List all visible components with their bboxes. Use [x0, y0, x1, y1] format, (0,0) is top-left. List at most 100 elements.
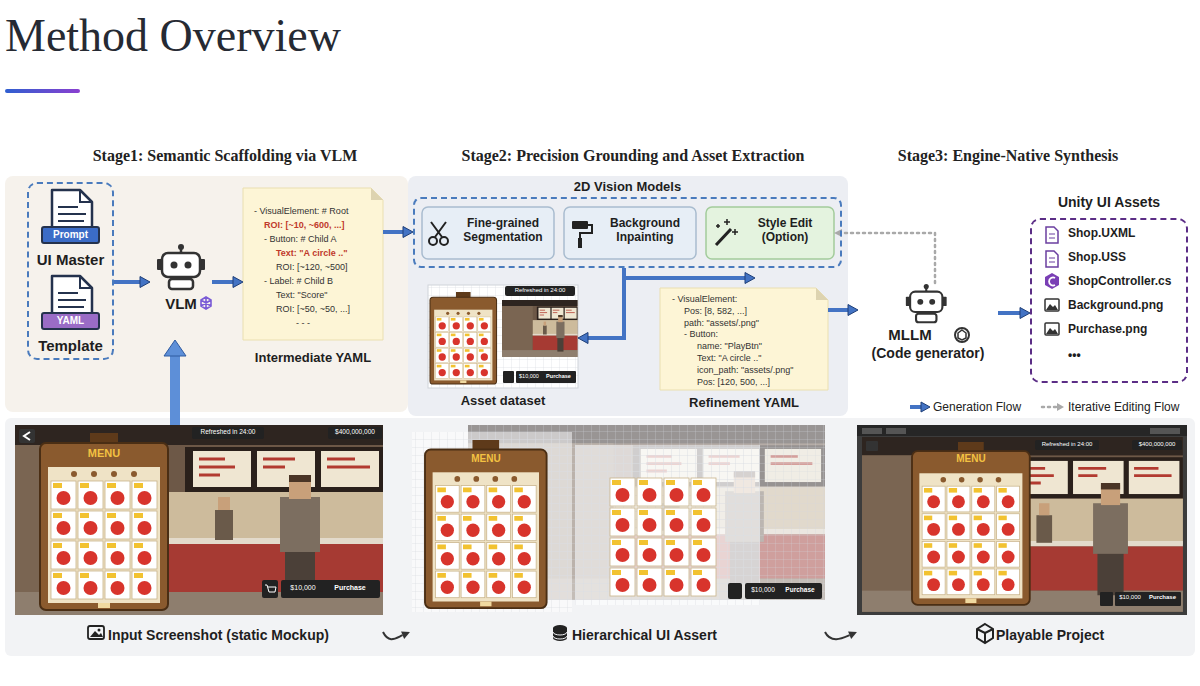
input-screenshot-picture-part	[262, 580, 278, 598]
stage-panel: Stage1: Semantic Scaffolding via VLMProm…	[5, 176, 408, 412]
node-text: 2D Vision Models	[413, 179, 842, 195]
node-text: Purchase	[542, 373, 575, 380]
input-screenshot-picture-part	[192, 427, 264, 439]
panels	[5, 89, 1195, 656]
node-text: - - -	[296, 318, 380, 329]
file-icons-part	[1046, 251, 1058, 267]
screenshot: Refreshed in 24:00$400,000,000MENU$10,00…	[15, 425, 383, 650]
input-icons-part	[58, 293, 86, 307]
node-text: MENU	[74, 447, 134, 460]
panels-part	[5, 89, 80, 93]
tool-icons-part	[429, 237, 437, 245]
process-box-shape	[422, 207, 834, 259]
node-text: Refinement YAML	[660, 395, 828, 411]
input-icons-part	[42, 313, 99, 329]
node-text: Shop.USS	[1068, 250, 1184, 264]
node-text: Refreshed in 24:00	[505, 287, 575, 294]
screenshot: MENU$10,000PurchaseHierarchical UI Asser…	[410, 425, 825, 650]
node-text: UI Master	[22, 251, 119, 269]
legend-text: Iterative Editing Flow	[1068, 400, 1192, 414]
connector	[170, 356, 180, 425]
node-text: Background.png	[1068, 298, 1184, 312]
input-icons-part	[42, 227, 99, 243]
node-text: VLM	[150, 295, 212, 313]
process-box-shape-part	[564, 207, 696, 259]
caption-icons-part	[977, 624, 993, 643]
legend-samples-part	[921, 402, 930, 412]
file-icons	[1045, 227, 1059, 335]
node-text: Unity UI Assets	[1030, 194, 1188, 211]
node-text: Pos: [8, 582, ...]	[684, 306, 826, 317]
playable-project-picture-part	[1150, 428, 1180, 434]
yaml-note-shape-part	[371, 188, 383, 200]
asset-preview-picture-part	[428, 285, 578, 388]
asset-preview-picture-part	[503, 371, 514, 383]
connector	[998, 311, 1020, 315]
node-text: Fine-grained Segmentation	[456, 216, 550, 245]
legend-text: Generation Flow	[933, 400, 1033, 414]
connector	[212, 280, 233, 284]
input-screenshot-picture	[15, 425, 383, 615]
tool-icons-part	[716, 229, 731, 245]
file-icons-part	[1049, 278, 1055, 286]
yaml-note-shape-part	[243, 188, 383, 340]
node-text: $400,000,000	[329, 428, 381, 436]
process-box: Style Edit (Option)	[706, 207, 834, 259]
asset-list: Unity UI AssetsShop.UXMLShop.USSShopCont…	[1030, 218, 1188, 383]
node-text: Hierarchical UI Assert	[572, 627, 772, 644]
node-text: Input Screenshot (static Mockup)	[108, 627, 370, 644]
caption-icons-part	[90, 631, 103, 637]
node-text: - VisualElement:	[672, 294, 826, 305]
model-node: MLLM(Code generator)	[858, 283, 998, 367]
node-text: Stage2: Precision Grounding and Asset Ex…	[408, 146, 858, 165]
node-text: Text: "A circle .."	[276, 248, 380, 259]
input-screenshot-picture-part	[281, 580, 380, 598]
model-group: 2D Vision ModelsFine-grained Segmentatio…	[413, 197, 842, 268]
node-text: - Button:	[684, 329, 826, 340]
input-group: PromptUI MasterYAMLTemplate	[27, 182, 114, 360]
node-text: - VisualElement: # Root	[254, 206, 380, 217]
node-text: path: "assets/.png"	[684, 318, 826, 329]
node-text: Text: "A circle .."	[697, 353, 826, 364]
node-text: Shop.UXML	[1068, 226, 1184, 240]
hierarchical-assets-picture-part	[728, 583, 742, 599]
node-text: Style Edit (Option)	[740, 216, 830, 245]
hierarchical-assets-picture-part	[575, 445, 760, 605]
playable-project-picture-part	[857, 425, 1187, 436]
playable-project-picture-part	[1115, 592, 1181, 606]
hierarchical-assets-picture-part	[575, 445, 760, 605]
file-icons-part	[1049, 258, 1055, 262]
connector	[624, 268, 745, 278]
input-screenshot-picture-part	[19, 429, 35, 443]
node-text: $10,000	[747, 586, 779, 594]
input-screenshot-picture-part	[265, 585, 276, 592]
node-text: ROI: [~10, ~600, ...]	[264, 220, 380, 231]
connector	[828, 308, 848, 312]
playable-project-picture-part	[886, 428, 906, 434]
robot-icon-part	[157, 244, 205, 289]
playable-project-picture-part	[1100, 592, 1113, 606]
node-text: Refreshed in 24:00	[1036, 441, 1098, 448]
node-text: Background Inpainting	[598, 216, 692, 245]
legend-samples-part	[1057, 403, 1064, 411]
hierarchical-assets-picture-part	[610, 478, 716, 596]
file-icons-part	[1046, 328, 1058, 334]
node-text: MLLM	[870, 326, 950, 344]
node-text: Purchase	[780, 586, 820, 594]
node-text: Asset dataset	[428, 393, 578, 409]
node-text: Prompt	[42, 229, 99, 241]
file-icons-part	[1045, 273, 1059, 289]
process-box-shape-part	[422, 207, 554, 259]
connector	[842, 233, 935, 283]
playable-project-picture-part	[862, 437, 1183, 612]
file-icons-part	[1049, 234, 1055, 238]
process-box: Fine-grained Segmentation	[422, 207, 554, 259]
connector	[825, 632, 850, 639]
connector	[383, 632, 403, 639]
stage-heading: Stage3: Engine-Native Synthesis	[858, 146, 1158, 165]
caption-icons-part	[88, 626, 104, 639]
hierarchical-assets-picture-part	[745, 583, 822, 599]
file-icons-part	[1045, 299, 1059, 311]
title: Method Overview	[5, 8, 435, 63]
input-icons-part	[80, 276, 92, 288]
